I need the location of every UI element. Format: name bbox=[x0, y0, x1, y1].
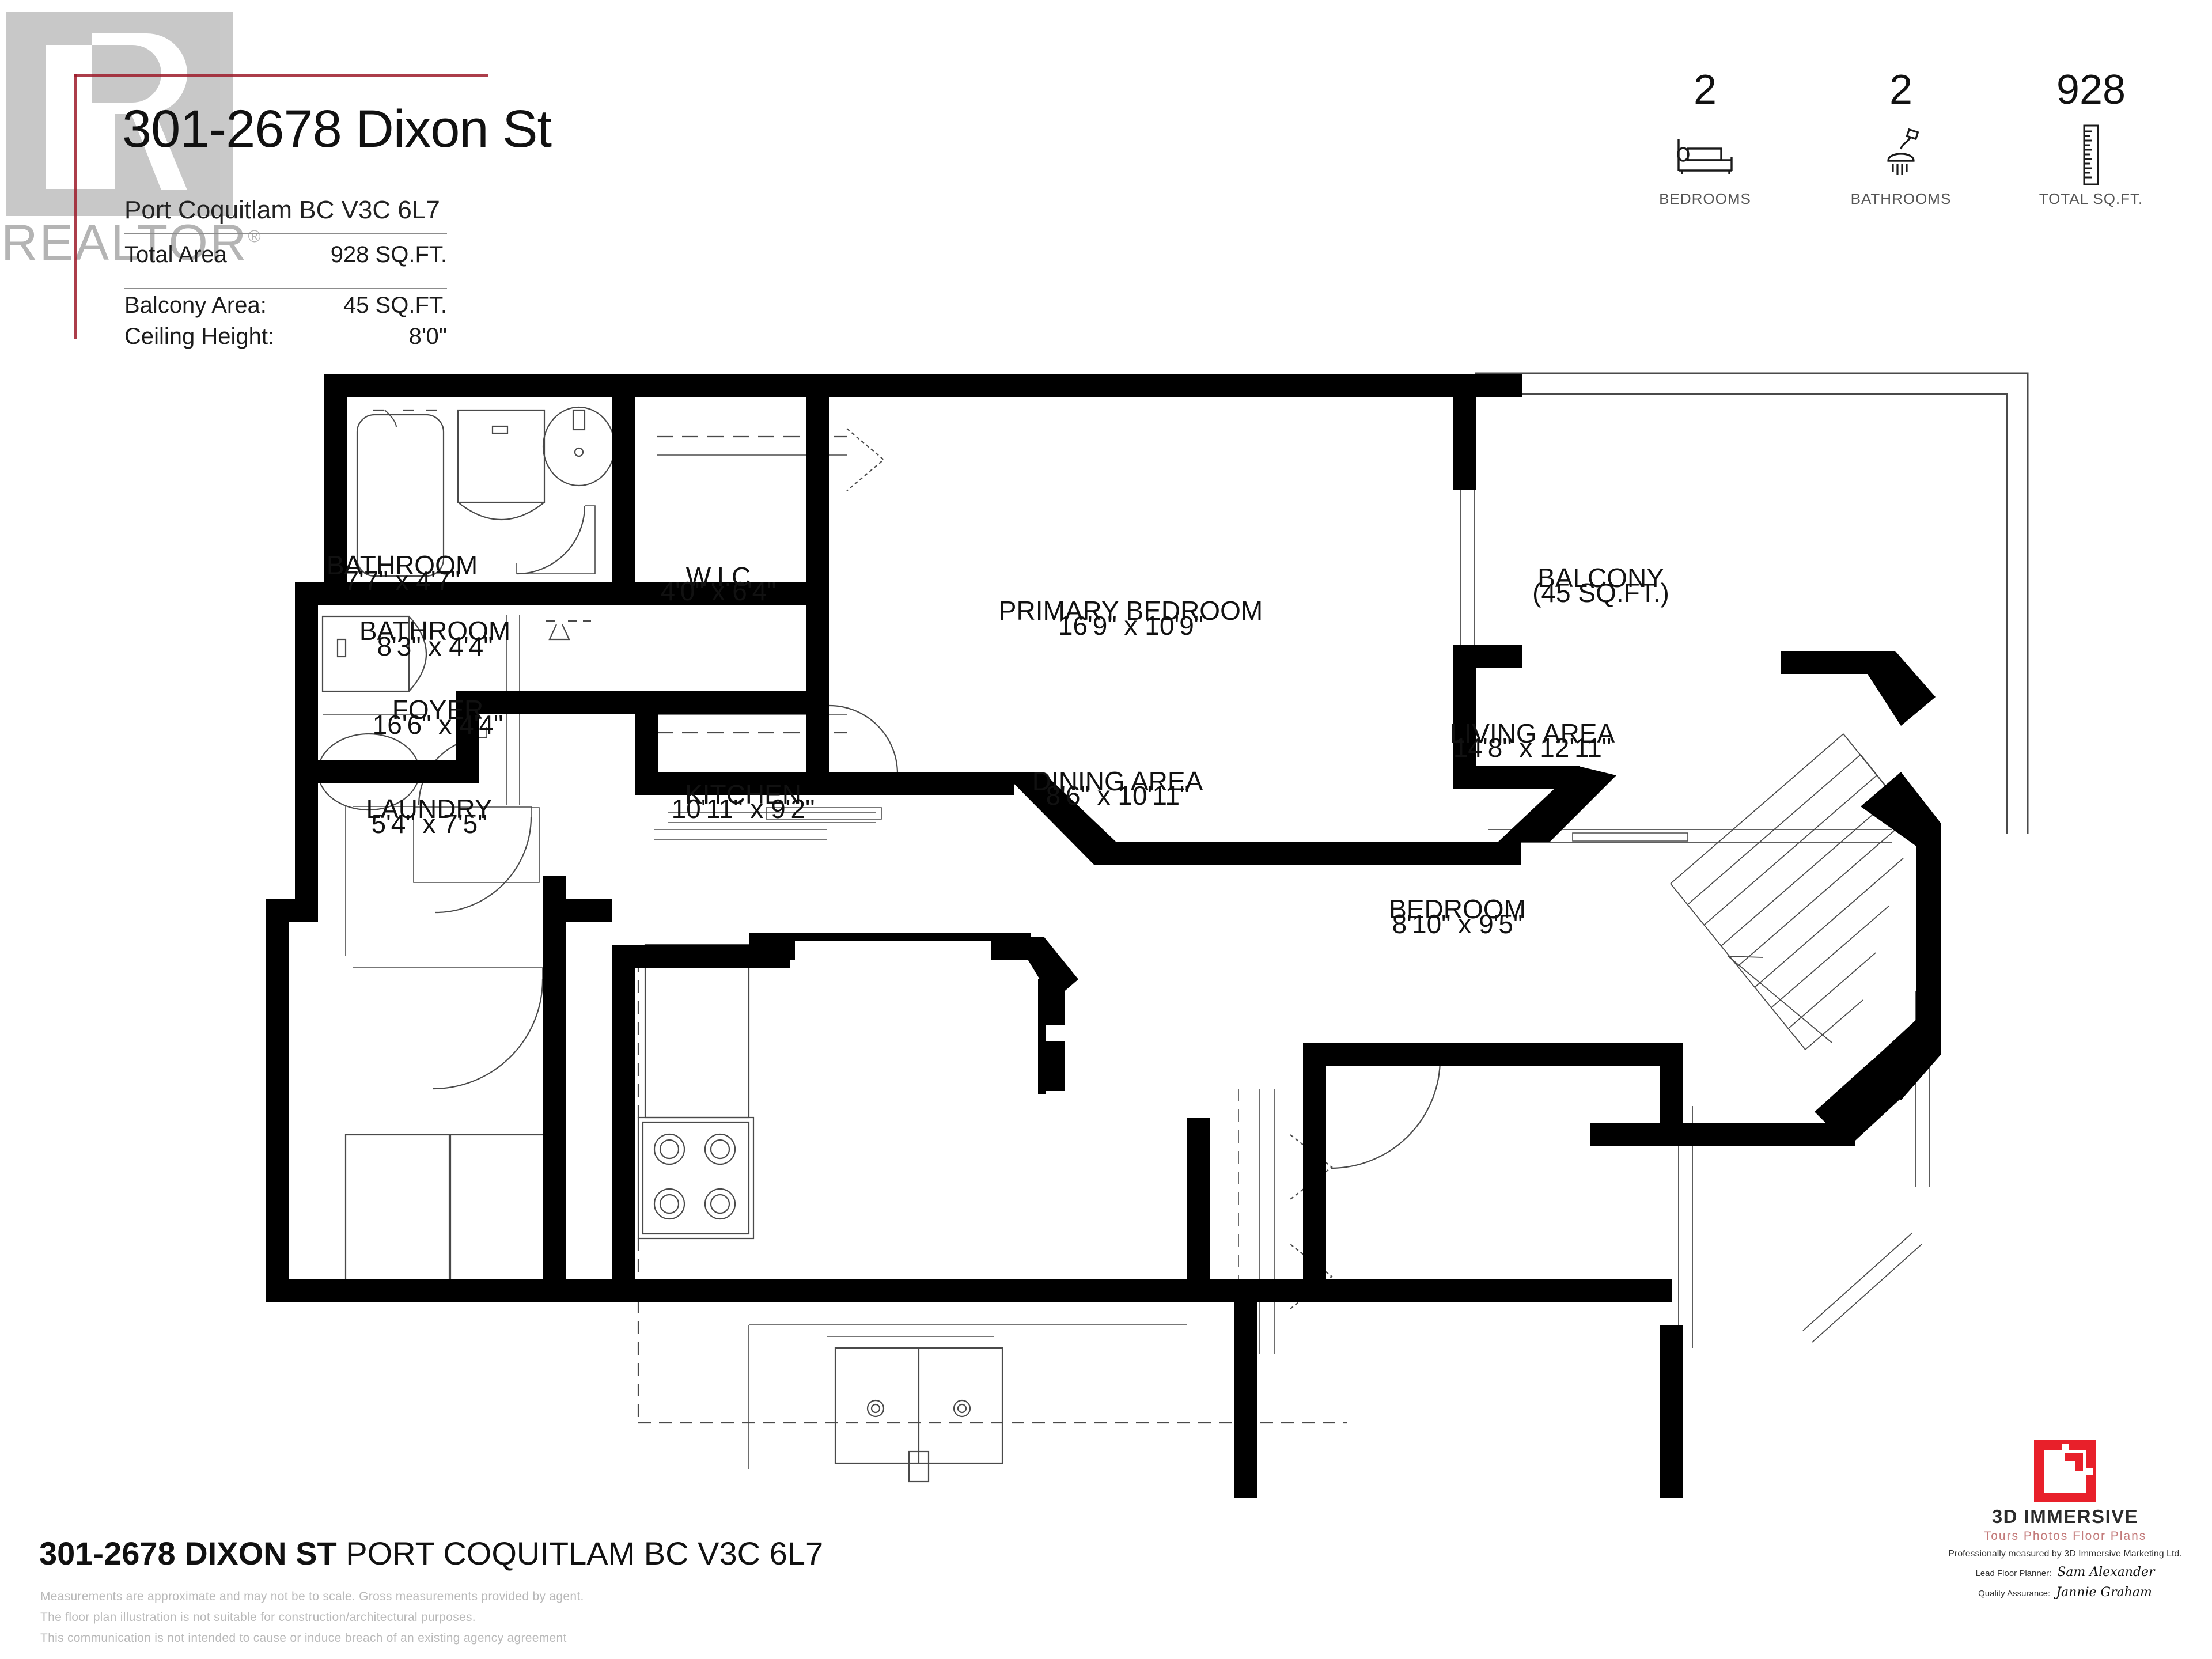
footer-address-normal: PORT COQUITLAM BC V3C 6L7 bbox=[336, 1535, 824, 1571]
spec-value: 928 SQ.FT. bbox=[330, 242, 447, 267]
measured-by-text: Professionally measured by 3D Immersive … bbox=[1948, 1549, 2182, 1559]
disclaimer-line-2: The floor plan illustration is not suita… bbox=[40, 1611, 476, 1624]
spec-label: Balcony Area: bbox=[124, 293, 267, 318]
quality-assurance-row: Quality Assurance: Jannie Graham bbox=[1918, 1585, 2212, 1600]
footer-address: 301-2678 DIXON ST PORT COQUITLAM BC V3C … bbox=[39, 1535, 823, 1572]
stat-number: 2 bbox=[1693, 67, 1717, 113]
spec-value: 8'0" bbox=[408, 324, 447, 349]
spec-label: Total Area bbox=[124, 242, 227, 267]
ruler-icon bbox=[1999, 123, 2183, 187]
lead-floor-planner-label: Lead Floor Planner: bbox=[1975, 1569, 2052, 1578]
disclaimer-line-3: This communication is not intended to ca… bbox=[40, 1631, 567, 1645]
lead-floor-planner-signature: Sam Alexander bbox=[2057, 1565, 2155, 1580]
stat-caption: BATHROOMS bbox=[1850, 190, 1952, 207]
brand-tagline: Tours Photos Floor Plans bbox=[1983, 1529, 2147, 1543]
bed-icon bbox=[1613, 123, 1797, 187]
stat-total-sqft: 928 TOTAL SQ.FT. bbox=[1999, 69, 2183, 208]
footer-address-bold: 301-2678 DIXON ST bbox=[39, 1535, 337, 1571]
floor-plan-drawing bbox=[0, 369, 2212, 1498]
lead-floor-planner-row: Lead Floor Planner: Sam Alexander bbox=[1918, 1565, 2212, 1580]
stat-number: 2 bbox=[1889, 67, 1913, 113]
realtor-watermark-text: REALTOR® bbox=[1, 214, 263, 271]
red-accent-line-horizontal bbox=[74, 74, 488, 77]
stat-number: 928 bbox=[2056, 67, 2126, 113]
3d-immersive-logo-icon bbox=[2031, 1437, 2099, 1505]
shower-icon bbox=[1809, 123, 1993, 187]
stat-bathrooms: 2 BATHROOMS bbox=[1809, 69, 1993, 208]
stat-bedrooms: 2 BEDROOMS bbox=[1613, 69, 1797, 208]
realtor-watermark-logo bbox=[6, 12, 233, 265]
brand-name: 3D IMMERSIVE bbox=[1991, 1506, 2139, 1527]
quality-assurance-label: Quality Assurance: bbox=[1978, 1589, 2051, 1599]
page-title: 301-2678 Dixon St bbox=[122, 100, 552, 158]
brand-logo-block: 3D IMMERSIVE Tours Photos Floor Plans Pr… bbox=[1918, 1437, 2212, 1600]
quality-assurance-signature: Jannie Graham bbox=[2056, 1585, 2152, 1600]
spec-divider-top bbox=[124, 233, 447, 234]
stat-caption: BEDROOMS bbox=[1659, 190, 1751, 207]
spec-label: Ceiling Height: bbox=[124, 324, 275, 349]
disclaimer-line-1: Measurements are approximate and may not… bbox=[40, 1590, 584, 1603]
page-subtitle: Port Coquitlam BC V3C 6L7 bbox=[124, 196, 440, 224]
stat-caption: TOTAL SQ.FT. bbox=[2039, 190, 2143, 207]
spec-value: 45 SQ.FT. bbox=[343, 293, 447, 318]
red-accent-line-vertical bbox=[74, 74, 77, 339]
spec-divider-bottom bbox=[124, 288, 447, 289]
